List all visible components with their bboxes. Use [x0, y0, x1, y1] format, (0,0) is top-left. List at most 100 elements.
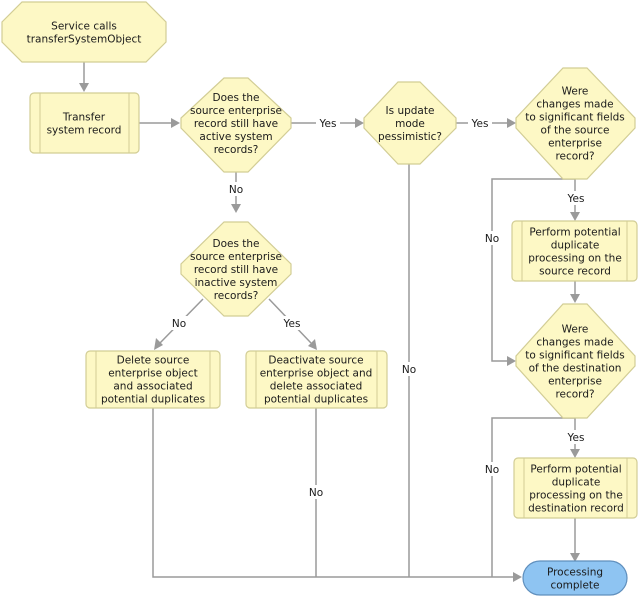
node-label-line: complete: [550, 580, 599, 592]
node-label-line: enterprise: [548, 376, 602, 388]
node-label-line: inactive system: [195, 277, 278, 289]
node-label-line: Were: [562, 86, 589, 98]
node-label-line: processing on the: [528, 253, 622, 265]
node-label-line: Service calls: [51, 21, 117, 33]
decision-significant-source: [515, 67, 636, 180]
node-label-line: Were: [562, 324, 589, 336]
node-label-line: record?: [555, 389, 594, 401]
node-label-line: delete associated: [270, 381, 363, 393]
delete-node: [85, 350, 221, 409]
edge-delete-to-end: [152, 408, 513, 578]
decision-update-mode: [363, 81, 457, 165]
node-label-line: records?: [214, 290, 259, 302]
arrowhead: [308, 339, 317, 350]
decision-inactive-records: [180, 221, 292, 317]
label-sigdest-yes: Yes: [567, 432, 585, 444]
edge-sigsource-to-sigdest: [491, 178, 575, 362]
node-label-line: of the source: [541, 125, 610, 137]
node-label-line: enterprise: [548, 138, 602, 150]
node-label-line: of the destination: [529, 363, 622, 375]
node-label-line: processing on the: [529, 490, 623, 502]
node-label-line: Perform potential: [530, 464, 621, 476]
node-label-line: record?: [555, 151, 594, 163]
arrowhead: [231, 204, 241, 213]
node-label-line: source enterprise: [190, 105, 282, 117]
node-label-line: mode: [395, 118, 425, 130]
node-label-line: active system: [199, 131, 272, 143]
start-node: [1, 1, 167, 63]
node-label-line: Deactivate source: [268, 355, 363, 367]
deactivate-node: [245, 350, 388, 409]
node-label-line: changes made: [536, 337, 613, 349]
label-sigsource-yes: Yes: [567, 193, 585, 205]
node-label-line: enterprise object: [108, 368, 198, 380]
node-label-line: changes made: [536, 99, 613, 111]
label-active-yes: Yes: [319, 118, 337, 130]
node-label-line: potential duplicates: [264, 394, 368, 406]
arrowhead: [355, 118, 364, 128]
edge-labels: Yes No Yes No Yes No No Yes No Yes No: [169, 116, 588, 499]
end-node: [522, 560, 628, 596]
arrowhead: [513, 572, 522, 582]
node-label-line: and associated: [113, 381, 192, 393]
node-label-line: record still have: [194, 118, 278, 130]
node-label-line: pessimistic?: [378, 131, 442, 143]
node-label-line: record still have: [194, 264, 278, 276]
arrowhead: [570, 212, 580, 221]
arrowhead: [154, 338, 163, 350]
perform-destination-node: [513, 457, 638, 519]
label-inactive-no: No: [172, 318, 186, 330]
label-update-yes: Yes: [471, 118, 489, 130]
node-label-line: to significant fields: [525, 112, 625, 124]
perform-source-node: [511, 220, 638, 282]
arrowhead: [570, 449, 580, 458]
node-label-line: Is update: [386, 105, 435, 117]
node-label-line: source enterprise: [190, 251, 282, 263]
node-label-line: potential duplicates: [101, 394, 205, 406]
label-active-no: No: [229, 184, 243, 196]
node-label-line: system record: [47, 125, 122, 137]
node-label-line: records?: [214, 144, 259, 156]
arrowhead: [171, 118, 180, 128]
node-label-line: destination record: [528, 503, 624, 515]
arrowhead: [507, 118, 516, 128]
arrowhead: [570, 553, 580, 562]
node-label-line: Delete source: [117, 355, 190, 367]
arrowhead: [570, 294, 580, 303]
label-update-no: No: [402, 364, 416, 376]
label-sigsource-no: No: [485, 233, 499, 245]
edges: [79, 62, 580, 582]
node-label-line: Does the: [212, 238, 259, 250]
node-label-line: to significant fields: [525, 350, 625, 362]
edge-sigdest-to-end: [491, 417, 575, 577]
node-label-line: Perform potential: [529, 227, 620, 239]
node-label-line: Does the: [212, 92, 259, 104]
decision-significant-destination: [515, 303, 636, 419]
node-label-line: source record: [539, 266, 611, 278]
label-deactivate-no: No: [309, 487, 323, 499]
label-sigdest-no: No: [485, 464, 499, 476]
decision-active-records: [180, 77, 292, 173]
arrowhead: [79, 83, 89, 92]
node-label-line: Transfer: [62, 112, 106, 124]
node-label-line: Processing: [547, 567, 603, 579]
arrowhead: [507, 356, 516, 366]
node-label-line: duplicate: [551, 240, 600, 252]
label-inactive-yes: Yes: [283, 318, 301, 330]
node-label-line: duplicate: [552, 477, 601, 489]
node-label-line: transferSystemObject: [27, 34, 142, 46]
